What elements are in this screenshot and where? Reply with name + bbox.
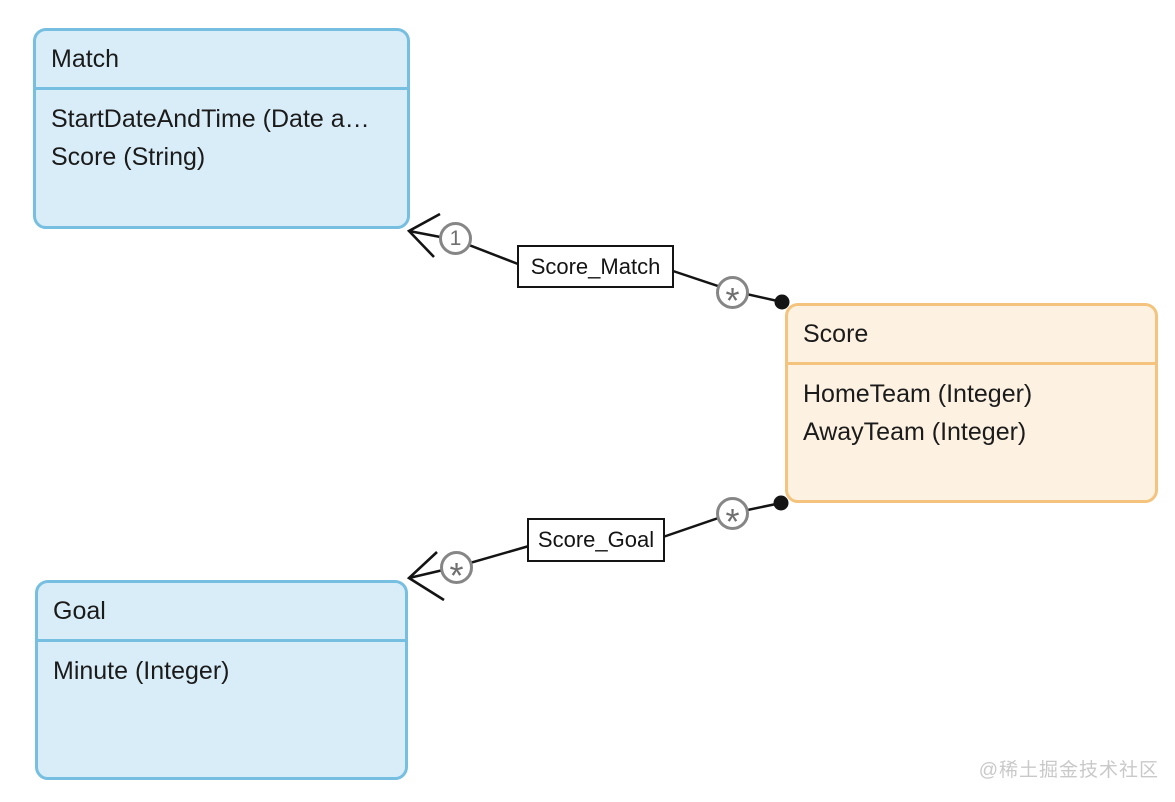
entity-title-text: Goal: [53, 596, 106, 625]
anchor-dot-score-top: [774, 294, 790, 310]
cardinality-badge-match-1[interactable]: 1: [439, 222, 472, 255]
watermark-text: @稀土掘金技术社区: [978, 760, 1159, 781]
arrowhead-to-match-icon: [406, 212, 441, 258]
entity-score-attributes: HomeTeam (Integer) AwayTeam (Integer): [788, 365, 1155, 451]
entity-title-text: Match: [51, 44, 120, 73]
entity-match-title: Match: [36, 31, 407, 90]
entity-attribute: StartDateAndTime (Date a…: [51, 105, 370, 133]
cardinality-badge-score-goal-many[interactable]: *: [716, 497, 749, 530]
cardinality-badge-goal-many[interactable]: *: [440, 551, 473, 584]
entity-score-title: Score: [788, 306, 1155, 365]
entity-attribute: Score (String): [51, 143, 206, 171]
entity-attribute: HomeTeam (Integer): [803, 380, 1033, 408]
arrowhead-to-goal-icon: [406, 551, 445, 602]
relationship-label-score-match[interactable]: Score_Match: [517, 245, 674, 288]
anchor-dot-score-bottom: [773, 495, 789, 511]
entity-goal[interactable]: Goal Minute (Integer): [35, 580, 408, 780]
entity-score[interactable]: Score HomeTeam (Integer) AwayTeam (Integ…: [785, 303, 1158, 503]
cardinality-badge-score-match-many[interactable]: *: [716, 276, 749, 309]
entity-match-attributes: StartDateAndTime (Date a… Score (String): [36, 90, 407, 176]
relationship-label-score-goal[interactable]: Score_Goal: [527, 518, 665, 562]
entity-goal-attributes: Minute (Integer): [38, 642, 405, 690]
entity-match[interactable]: Match StartDateAndTime (Date a… Score (S…: [33, 28, 410, 229]
entity-attribute: AwayTeam (Integer): [803, 418, 1027, 446]
entity-title-text: Score: [803, 319, 869, 348]
entity-goal-title: Goal: [38, 583, 405, 642]
entity-attribute: Minute (Integer): [53, 657, 230, 685]
